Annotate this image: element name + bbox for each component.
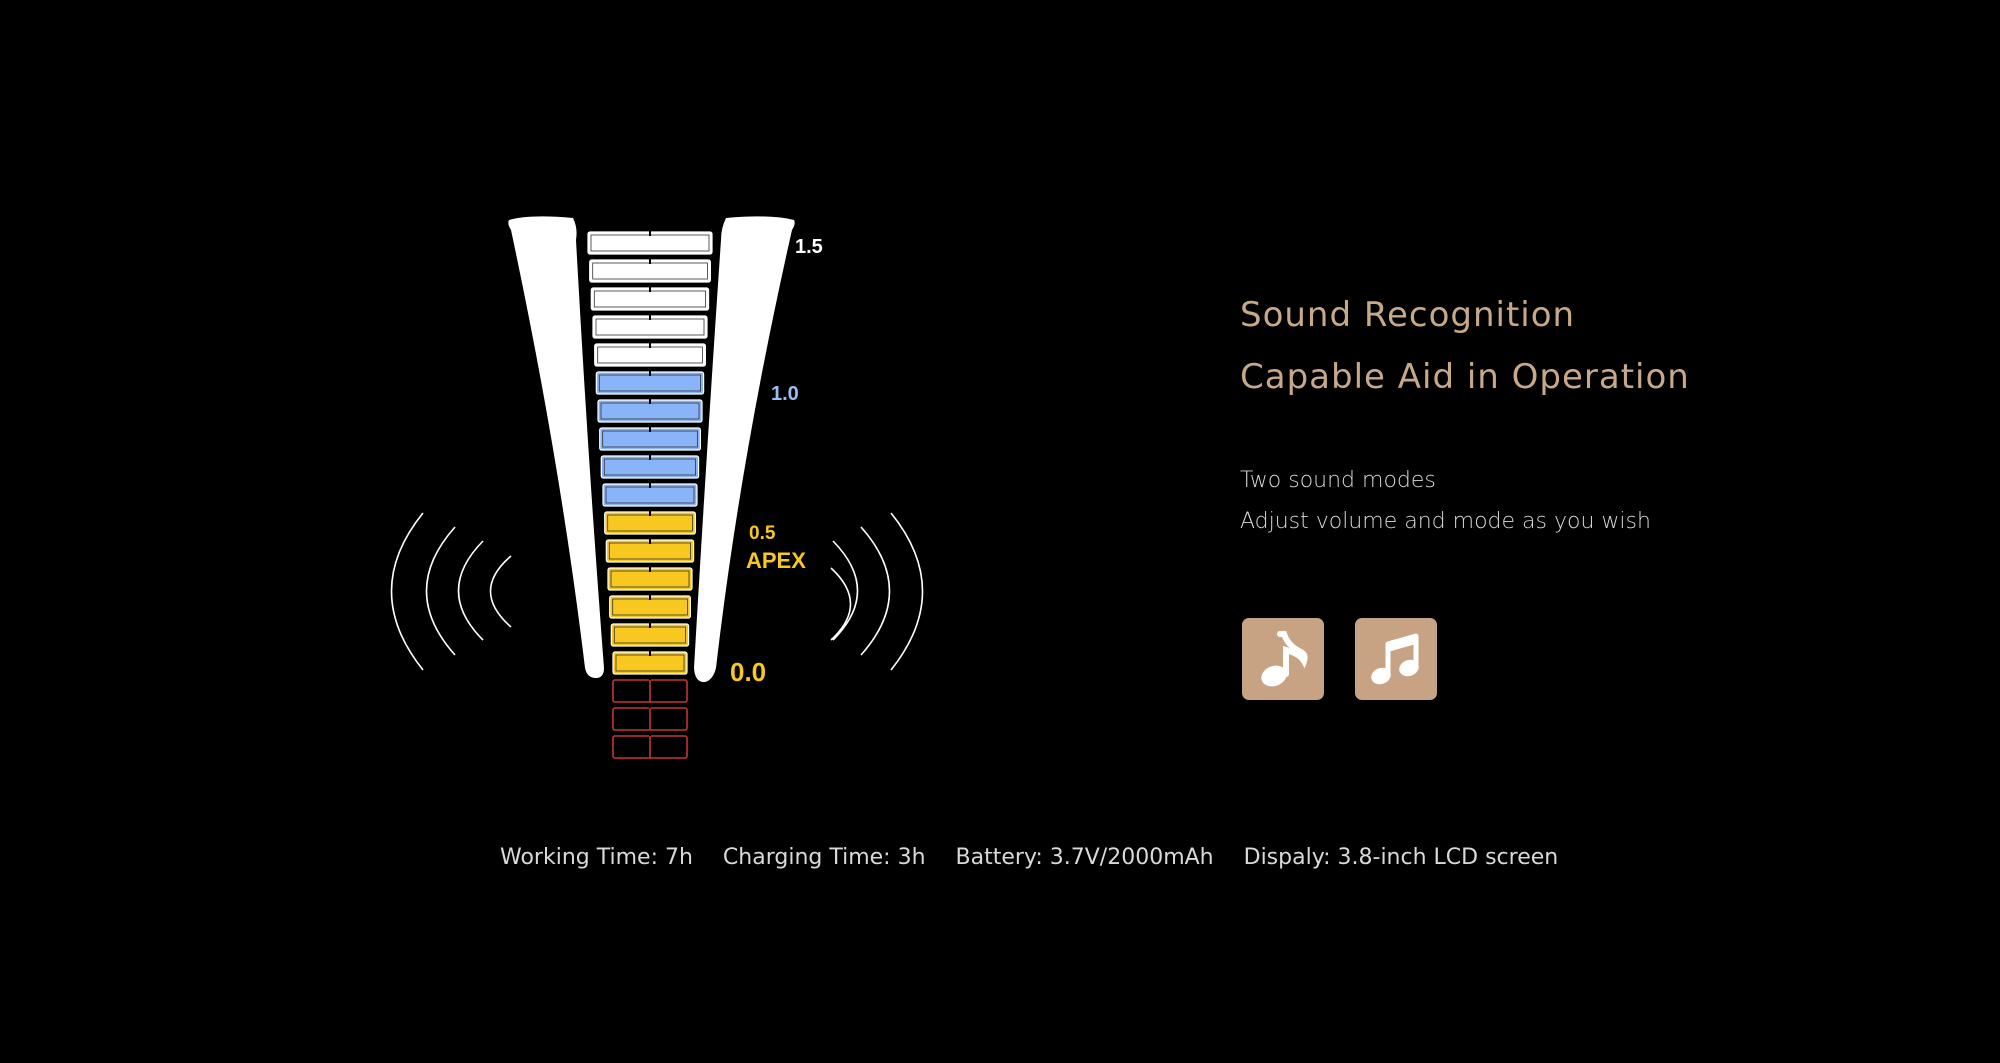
left-sound-waves-icon [390, 512, 512, 671]
left-gauge-blade [508, 216, 604, 678]
apex-label: APEX [746, 548, 806, 573]
volume-meter-bars [587, 230, 713, 759]
feature-description-line1: Two sound modes [1240, 468, 1436, 493]
spec-charging-time: Charging Time: 3h [722, 845, 926, 870]
feature-title-line1: Sound Recognition [1240, 295, 1576, 335]
single-music-note-icon [1261, 631, 1308, 687]
sound-mode-1-button[interactable] [1242, 618, 1324, 700]
scale-label-1-0: 1.0 [771, 383, 799, 405]
scale-label-0-5: 0.5 [749, 523, 776, 544]
right-sound-waves-icon [830, 512, 924, 671]
scale-label-1-5: 1.5 [795, 236, 823, 258]
specs-bar: Working Time: 7h Charging Time: 3h Batte… [500, 845, 1558, 870]
volume-gauge: 1.5 1.0 0.5 APEX 0.0 [390, 216, 924, 759]
double-music-note-icon [1371, 633, 1419, 685]
right-gauge-blade [694, 216, 795, 683]
spec-display: Dispaly: 3.8-inch LCD screen [1243, 845, 1559, 870]
spec-battery: Battery: 3.7V/2000mAh [955, 845, 1214, 870]
spec-working-time: Working Time: 7h [500, 845, 693, 870]
sound-mode-2-button[interactable] [1355, 618, 1437, 700]
feature-description-line2: Adjust volume and mode as you wish [1240, 509, 1651, 534]
scale-label-0-0: 0.0 [730, 657, 766, 687]
feature-title-line2: Capable Aid in Operation [1240, 357, 1690, 397]
